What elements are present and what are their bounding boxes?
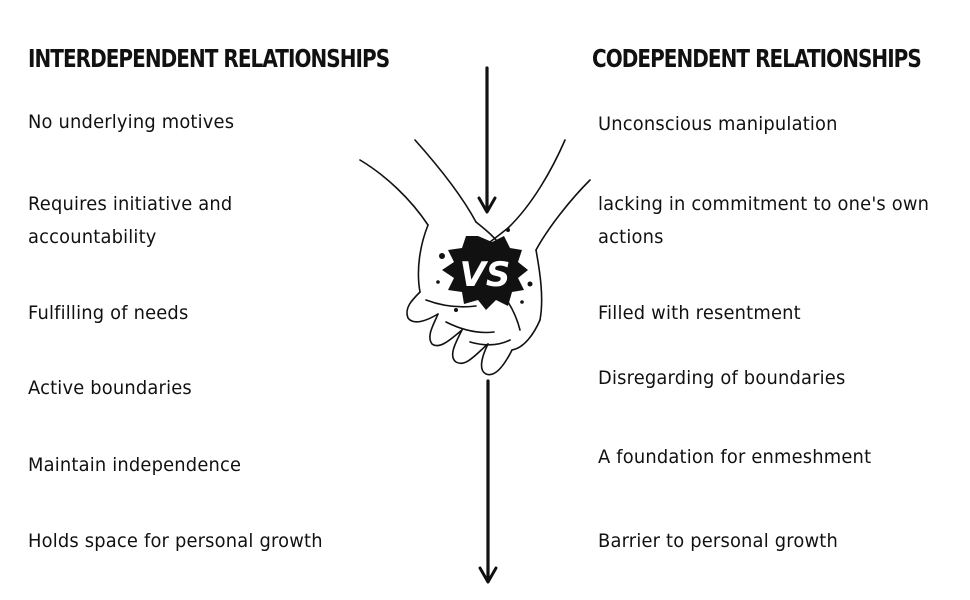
interdependent-item: Requires initiative and <box>28 193 233 215</box>
holding-hands-icon <box>359 139 591 376</box>
interdependent-item: Active boundaries <box>28 377 192 399</box>
interdependent-item: Holds space for personal growth <box>28 530 323 552</box>
divider-arrow-top <box>477 66 497 214</box>
codependent-item: A foundation for enmeshment <box>598 446 872 468</box>
codependent-item: Unconscious manipulation <box>598 113 838 135</box>
interdependent-item: No underlying motives <box>28 111 235 133</box>
interdependent-item-continued: accountability <box>28 226 157 248</box>
codependent-item: Disregarding of boundaries <box>598 367 846 389</box>
divider-arrow-bottom <box>478 379 498 584</box>
codependent-item: Barrier to personal growth <box>598 530 838 552</box>
interdependent-heading: INTERDEPENDENT RELATIONSHIPS <box>28 44 390 73</box>
interdependent-item: Fulfilling of needs <box>28 302 189 324</box>
codependent-item: Filled with resentment <box>598 302 801 324</box>
codependent-item: lacking in commitment to one's own <box>598 193 930 215</box>
interdependent-item: Maintain independence <box>28 454 242 476</box>
codependent-heading: CODEPENDENT RELATIONSHIPS <box>592 44 922 73</box>
codependent-item-continued: actions <box>598 226 664 248</box>
ink-splash-icon <box>436 228 533 312</box>
vs-badge: VS <box>460 255 511 295</box>
